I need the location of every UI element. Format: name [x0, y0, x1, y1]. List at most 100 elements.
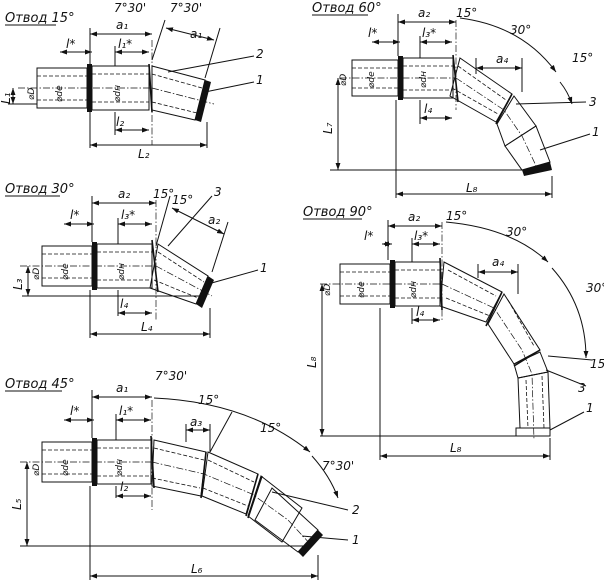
callout-1: 1	[260, 261, 268, 275]
label-a2: a₂	[118, 187, 130, 201]
pipe-body	[320, 222, 551, 441]
callout-1: 1	[352, 533, 360, 547]
label-l3-star: l₃*	[414, 229, 428, 243]
label-angle-1: 15°	[153, 187, 174, 201]
figure-otvod-15: Отвод 15°	[0, 1, 264, 161]
figure-otvod-60: Отвод 60°	[312, 1, 600, 198]
pipe-body	[340, 20, 552, 176]
label-a1: a₁	[116, 381, 128, 395]
label-de: ⌀dе	[61, 263, 71, 280]
callout-1: 1	[586, 401, 594, 415]
label-l-star: l*	[364, 229, 373, 243]
label-D: ⌀D	[339, 74, 349, 86]
leader-3	[167, 195, 213, 247]
callout-2: 2	[352, 503, 360, 517]
dimensions	[22, 195, 229, 338]
label-l3-star: l₃*	[121, 208, 135, 222]
label-l-star: l*	[368, 26, 377, 40]
figure-otvod-90: Отвод 90°	[303, 205, 604, 460]
pipe-body	[20, 200, 214, 320]
callout-3: 3	[578, 381, 586, 395]
label-a2: a₂	[408, 210, 420, 224]
label-a2: a₂	[418, 6, 430, 20]
label-l1-star: l₁*	[119, 404, 133, 418]
label-L2: L₂	[138, 147, 150, 161]
leader-1	[539, 133, 591, 151]
leader-1	[207, 269, 259, 285]
label-de: ⌀dе	[61, 459, 71, 476]
label-a4: a₄	[496, 52, 508, 66]
label-dn: ⌀dн	[115, 459, 125, 476]
label-L6: L₆	[191, 562, 203, 576]
label-L8-vertical: L₈	[305, 356, 319, 368]
label-l2: l₂	[116, 115, 124, 129]
label-de: ⌀dе	[367, 71, 377, 88]
figure-title-60: Отвод 60°	[312, 1, 382, 16]
label-D: ⌀D	[32, 268, 42, 280]
label-dn: ⌀dн	[409, 281, 419, 298]
label-a1: a₁	[116, 18, 128, 32]
label-L5: L₅	[10, 498, 24, 510]
leader-2	[271, 491, 349, 511]
leader-3	[515, 101, 587, 105]
dimensions	[8, 19, 221, 148]
figure-title-30: Отвод 30°	[5, 182, 75, 197]
label-arc-1: 30°	[506, 225, 527, 239]
pipe-body	[18, 40, 215, 145]
dimensions	[319, 220, 593, 460]
label-l4: l₄	[416, 305, 424, 319]
figure-otvod-45: Отвод 45°	[5, 369, 360, 580]
figure-title-15: Отвод 15°	[5, 11, 75, 26]
label-L4: L₄	[141, 320, 153, 334]
label-arc-1: 15°	[198, 393, 219, 407]
label-dn: ⌀dн	[113, 85, 123, 102]
label-D: ⌀D	[32, 464, 42, 476]
label-arc-2: 15°	[260, 421, 281, 435]
label-angle-2: 7°30'	[170, 1, 202, 15]
label-a4: a₄	[492, 255, 504, 269]
dimensions	[20, 390, 339, 580]
label-l4: l₄	[424, 102, 432, 116]
pipe-body	[20, 400, 323, 557]
label-L3: L₃	[11, 278, 25, 290]
callout-1: 1	[256, 73, 264, 87]
callout-2: 2	[256, 47, 264, 61]
label-de: ⌀dе	[357, 281, 367, 298]
leader-1	[549, 411, 585, 431]
label-a2-seg: a₂	[208, 213, 220, 227]
label-D: ⌀D	[27, 88, 37, 100]
label-de: ⌀dе	[55, 85, 65, 102]
label-L8-horizontal: L₈	[450, 441, 462, 455]
label-L1: L₁	[0, 92, 13, 104]
label-L7: L₇	[321, 122, 335, 134]
label-l2: l₂	[120, 480, 128, 494]
label-angle-2: 15°	[172, 193, 193, 207]
callout-1: 1	[592, 125, 600, 139]
label-l-star: l*	[66, 37, 75, 51]
label-L8: L₈	[466, 181, 478, 195]
label-l-star: l*	[70, 208, 79, 222]
label-arc-2: 30°	[586, 281, 604, 295]
label-angle-1: 7°30'	[114, 1, 146, 15]
label-l4: l₄	[120, 297, 128, 311]
label-l3-star: l₃*	[422, 26, 436, 40]
label-D: ⌀D	[323, 284, 333, 296]
label-angle-1: 15°	[446, 209, 467, 223]
label-angle-end: 7°30'	[322, 459, 354, 473]
callout-3: 3	[214, 185, 222, 199]
leader-1	[301, 535, 349, 541]
dimensions	[330, 14, 573, 198]
leader-1	[204, 81, 255, 93]
label-angle-top: 7°30'	[155, 369, 187, 383]
label-a1-seg: a₁	[190, 27, 202, 41]
label-l-star: l*	[70, 404, 79, 418]
label-angle-end: 15°	[572, 51, 593, 65]
figure-title-90: Отвод 90°	[303, 205, 373, 220]
label-arc: 30°	[510, 23, 531, 37]
label-angle-end: 15°	[590, 357, 604, 371]
label-angle-1: 15°	[456, 6, 477, 20]
label-dn: ⌀dн	[419, 71, 429, 88]
label-dn: ⌀dн	[117, 263, 127, 280]
leader-2	[167, 55, 255, 73]
